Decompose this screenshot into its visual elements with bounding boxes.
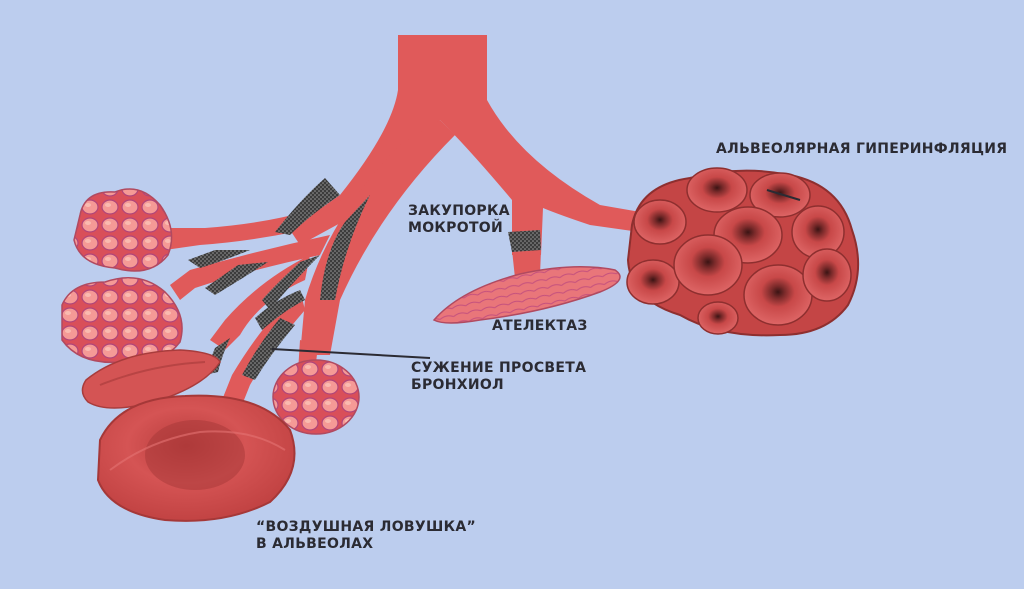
- label-air-trap-line2: В АЛЬВЕОЛАХ: [256, 536, 374, 552]
- hyperinflated-alveoli: [626, 167, 860, 337]
- collapsed-alveolus-left: [81, 349, 221, 409]
- atelectasis-alveolus: [432, 266, 621, 324]
- air-trap-alveolus: [96, 394, 296, 522]
- alveoli-cluster-middle: [61, 277, 183, 364]
- mucus-plugs: [188, 178, 541, 380]
- label-sputum-line1: ЗАКУПОРКА: [408, 203, 510, 219]
- alveoli-cluster-top: [73, 188, 173, 272]
- label-pointer-lines: [271, 189, 801, 359]
- label-atelectasis-text: АТЕЛЕКТАЗ: [492, 318, 588, 334]
- alveolus-small-round: [272, 359, 360, 435]
- label-bronchiole-narrowing: СУЖЕНИЕ ПРОСВЕТА БРОНХИОЛ: [411, 360, 586, 394]
- airway-tree: [160, 35, 640, 410]
- label-hyperinflation: АЛЬВЕОЛЯРНАЯ ГИПЕРИНФЛЯЦИЯ: [716, 141, 1007, 158]
- label-hyperinflation-text: АЛЬВЕОЛЯРНАЯ ГИПЕРИНФЛЯЦИЯ: [716, 141, 1008, 157]
- label-narrowing-line1: СУЖЕНИЕ ПРОСВЕТА: [411, 360, 587, 376]
- label-sputum-blockage: ЗАКУПОРКА МОКРОТОЙ: [408, 203, 510, 237]
- label-sputum-line2: МОКРОТОЙ: [408, 220, 504, 236]
- label-narrowing-line2: БРОНХИОЛ: [411, 377, 504, 393]
- label-air-trap-line1: “ВОЗДУШНАЯ ЛОВУШКА”: [256, 519, 476, 535]
- label-atelectasis: АТЕЛЕКТАЗ: [492, 318, 588, 335]
- label-air-trap: “ВОЗДУШНАЯ ЛОВУШКА” В АЛЬВЕОЛАХ: [256, 519, 476, 553]
